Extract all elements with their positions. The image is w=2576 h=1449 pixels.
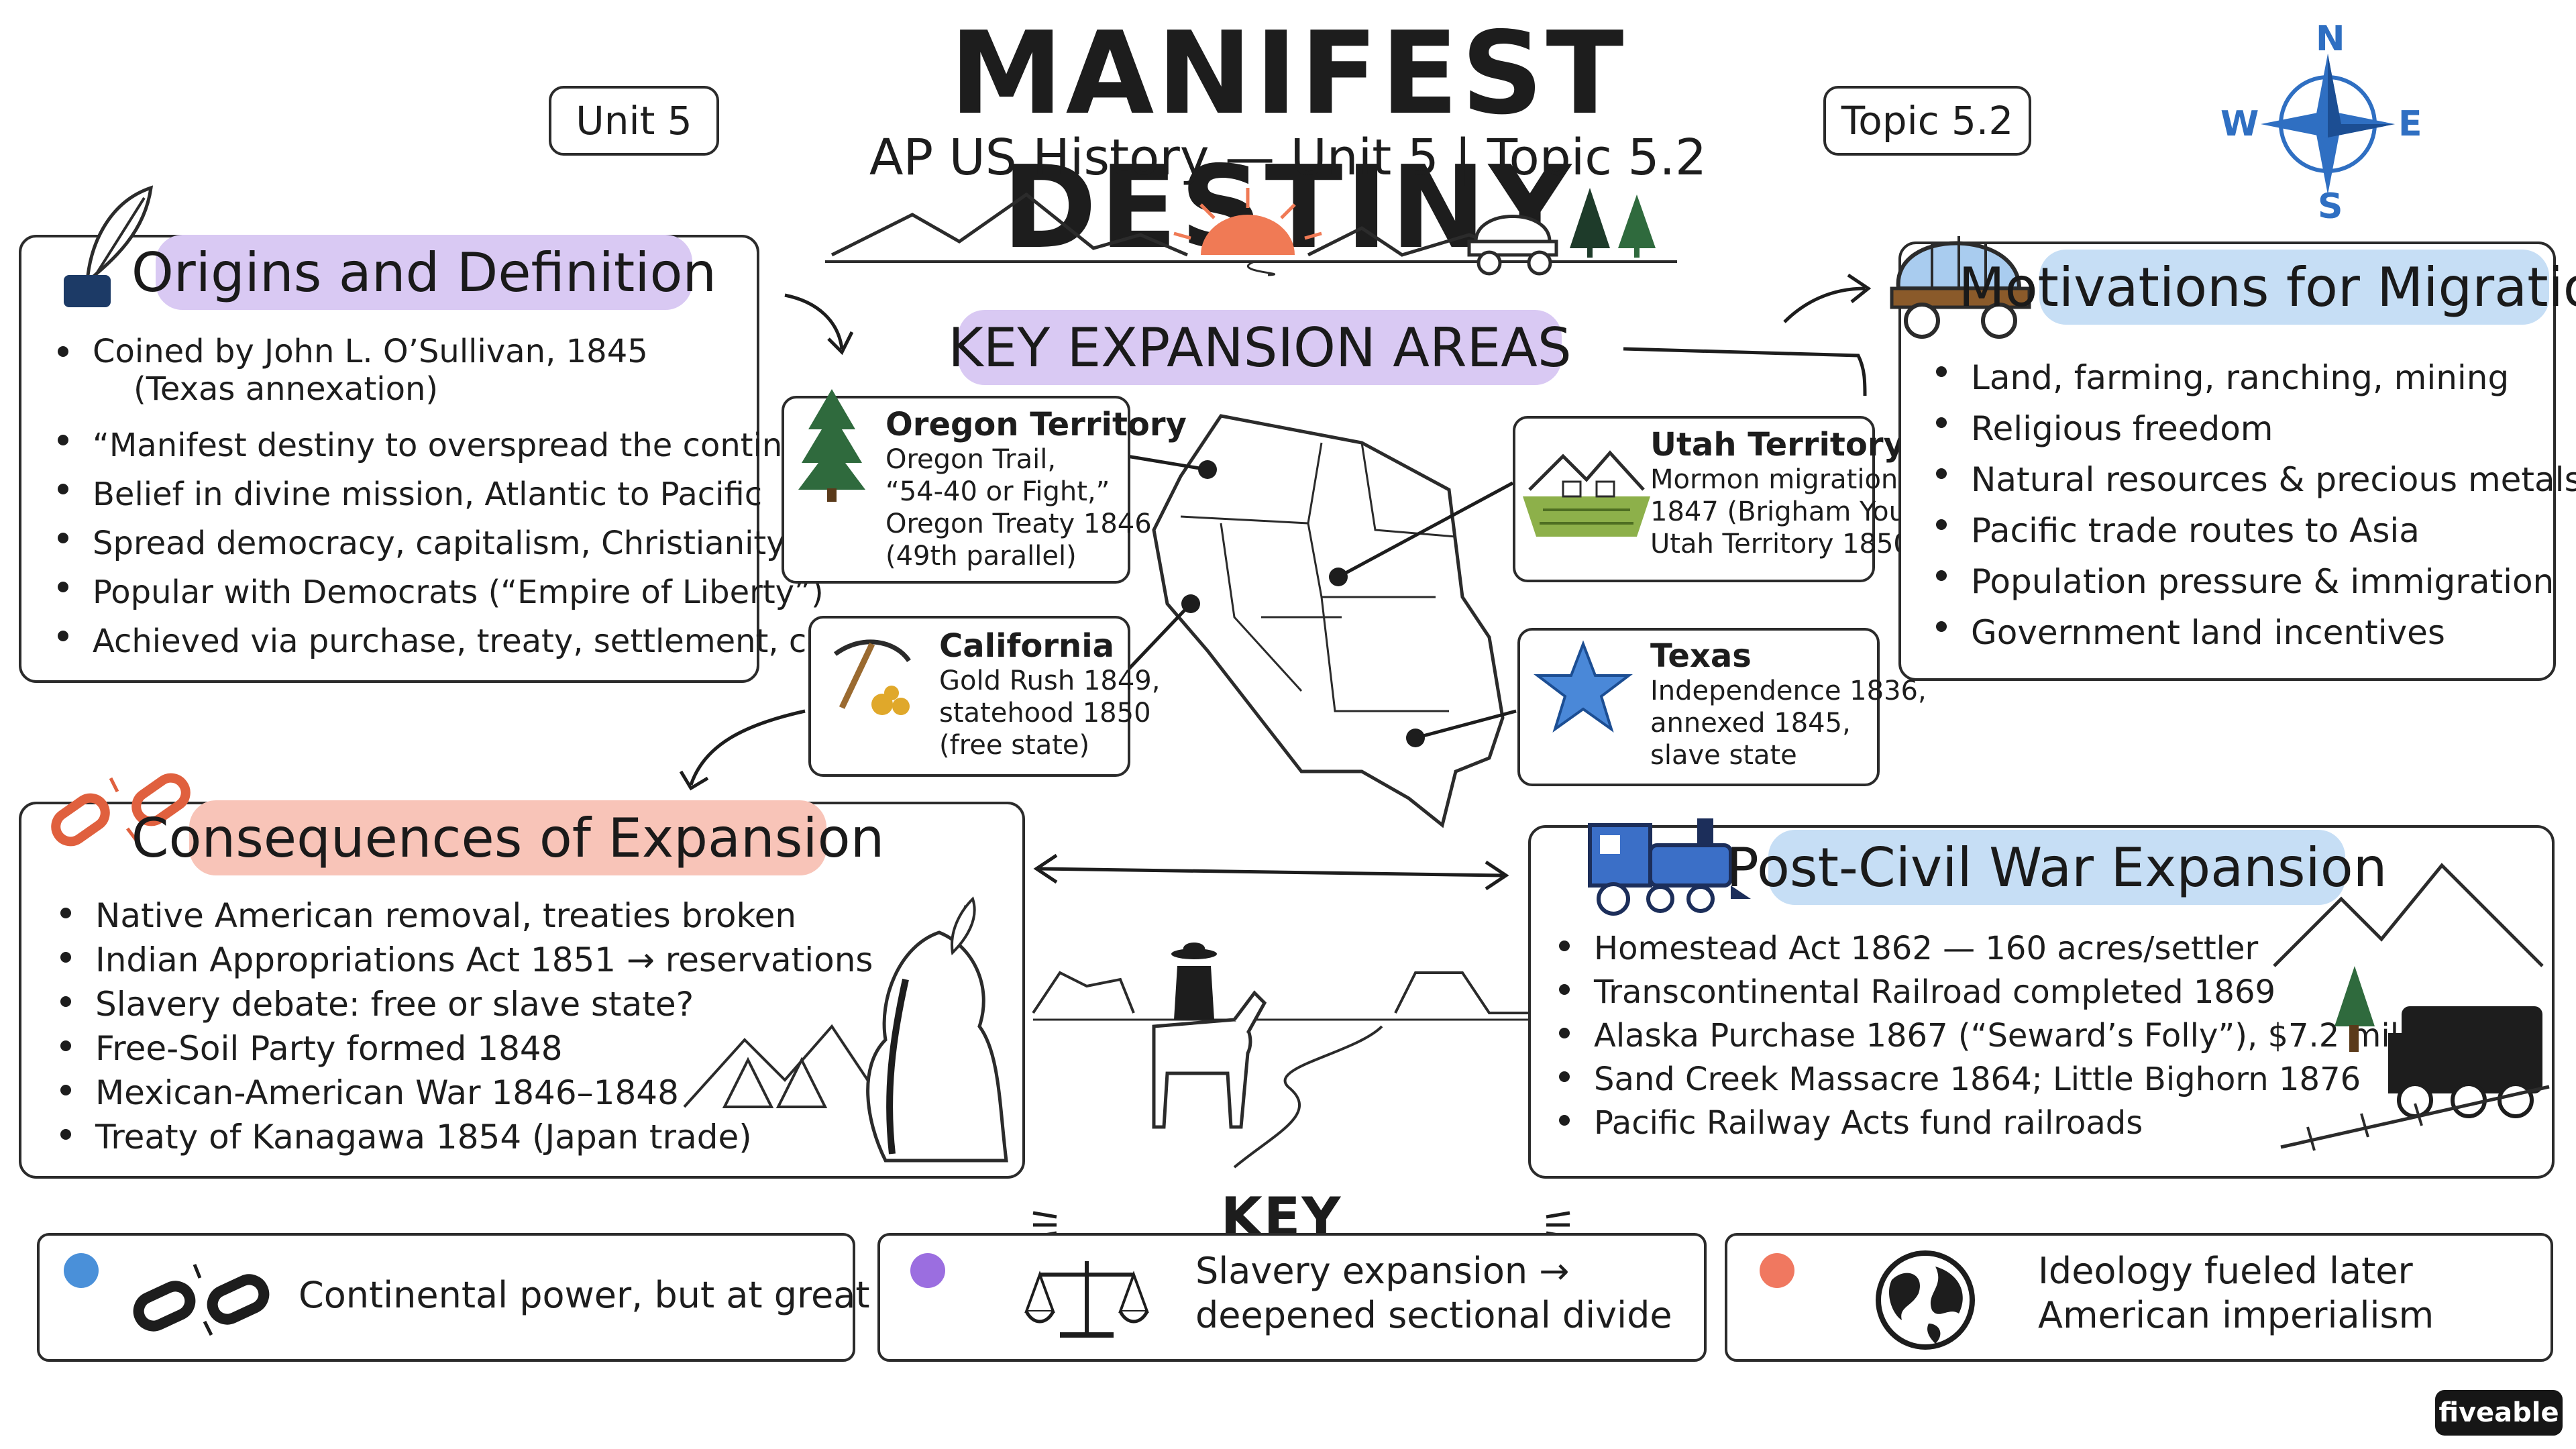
globe-icon [1876, 1250, 1975, 1350]
train-mountains-illustration [2273, 863, 2550, 1151]
takeaway-card-1 [37, 1233, 855, 1362]
takeaway-dot-2 [910, 1253, 945, 1288]
list-item: Land, farming, ranching, mining [1932, 352, 2576, 403]
cowboy-on-horse-illustration [1032, 943, 1529, 1169]
locomotive-icon [1588, 818, 1751, 916]
list-item: Popular with Democrats (“Empire of Liber… [54, 568, 906, 617]
covered-wagon-icon [1890, 236, 2031, 339]
takeaway-dot-3 [1760, 1253, 1794, 1288]
postwar-heading: Post-Civil War Expansion [1727, 830, 2387, 905]
compass-e-label: E [2398, 104, 2422, 144]
quill-ink-icon [64, 185, 154, 307]
key-areas-heading: KEY EXPANSION AREAS [948, 310, 1572, 385]
origins-list: Coined by John L. O’Sullivan, 1845 (Texa… [54, 333, 906, 666]
consequences-list: Native American removal, treaties broken… [56, 894, 873, 1159]
scales-of-justice-icon [1024, 1261, 1149, 1338]
utah-name: Utah Territory [1650, 426, 1904, 464]
list-item: Treaty of Kanagawa 1854 (Japan trade) [56, 1115, 873, 1159]
list-item: Homestead Act 1862 — 160 acres/settler [1555, 927, 2457, 971]
compass-n-label: N [2316, 19, 2345, 59]
texas-name: Texas [1650, 637, 1752, 675]
broken-chain-icon [133, 1264, 270, 1336]
oregon-desc: Oregon Trail, “54-40 or Fight,” Oregon T… [885, 444, 1152, 572]
oregon-text: Oregon Territory Oregon Trail, “54-40 or… [885, 406, 1187, 572]
california-desc: Gold Rush 1849, statehood 1850 (free sta… [939, 665, 1161, 761]
list-item: Spread democracy, capitalism, Christiani… [54, 519, 906, 568]
list-item: Population pressure & immigration [1932, 556, 2576, 607]
list-item: Mexican-American War 1846–1848 [56, 1071, 873, 1115]
takeaway-text-2: Slavery expansion → deepened sectional d… [1195, 1250, 1672, 1336]
list-item: Native American removal, treaties broken [56, 894, 873, 938]
brand-logo: fiveable [2435, 1390, 2563, 1436]
consequences-heading: Consequences of Expansion [131, 800, 884, 875]
postwar-list: Homestead Act 1862 — 160 acres/settler T… [1555, 927, 2457, 1145]
page-subtitle: AP US History — Unit 5 | Topic 5.2 [869, 129, 1707, 186]
settlement-landscape-icon [1523, 450, 1650, 537]
california-name: California [939, 627, 1115, 665]
pine-tree-icon [798, 389, 865, 502]
wagon-icon [1467, 215, 1558, 276]
compass-s-label: S [2318, 186, 2343, 227]
texas-desc: Independence 1836, annexed 1845, slave s… [1650, 676, 1927, 771]
takeaway-dot-1 [64, 1253, 99, 1288]
compass-rose-icon [2261, 54, 2395, 195]
native-american-tipis-illustration [683, 896, 1008, 1163]
takeaway-text-3: Ideology fueled later American imperiali… [2038, 1250, 2434, 1336]
pine-trees-icon [1570, 188, 1656, 258]
list-item: Slavery debate: free or slave state? [56, 982, 873, 1026]
list-item: Natural resources & precious metals [1932, 454, 2576, 505]
list-item: Indian Appropriations Act 1851 → reserva… [56, 938, 873, 982]
list-item: Pacific Railway Acts fund railroads [1555, 1102, 2457, 1145]
origins-heading: Origins and Definition [131, 235, 716, 310]
motivations-heading: Motivations for Migration [1959, 250, 2576, 325]
page-title: MANIFEST DESTINY [949, 7, 1627, 274]
list-item: Coined by John L. O’Sullivan, 1845 (Texa… [54, 333, 906, 408]
list-item: Government land incentives [1932, 607, 2576, 658]
lone-star-icon [1534, 640, 1633, 733]
california-text: California Gold Rush 1849, statehood 185… [939, 627, 1160, 761]
list-item: Sand Creek Massacre 1864; Little Bighorn… [1555, 1058, 2457, 1102]
list-item: Transcontinental Railroad completed 1869 [1555, 971, 2457, 1014]
unit-badge: Unit 5 [549, 86, 719, 156]
list-item: Pacific trade routes to Asia [1932, 505, 2576, 556]
takeaway-card-3 [1725, 1233, 2553, 1362]
takeaway-card-2 [877, 1233, 1707, 1362]
list-item: Religious freedom [1932, 403, 2576, 454]
compass-w-label: W [2220, 104, 2259, 144]
takeaway-text-1: Continental power, but at great cost [299, 1274, 957, 1316]
texas-text: Texas Independence 1836, annexed 1845, s… [1650, 637, 1927, 771]
oregon-name: Oregon Territory [885, 406, 1187, 443]
western-us-map [1152, 414, 1505, 828]
list-item: “Manifest destiny to overspread the cont… [54, 421, 906, 470]
motivations-list: Land, farming, ranching, mining Religiou… [1932, 352, 2576, 658]
pickaxe-gold-icon [833, 639, 911, 715]
topic-badge: Topic 5.2 [1823, 86, 2031, 156]
broken-chain-icon [51, 773, 191, 847]
list-item: Free-Soil Party formed 1848 [56, 1026, 873, 1071]
list-item: Belief in divine mission, Atlantic to Pa… [54, 470, 906, 519]
